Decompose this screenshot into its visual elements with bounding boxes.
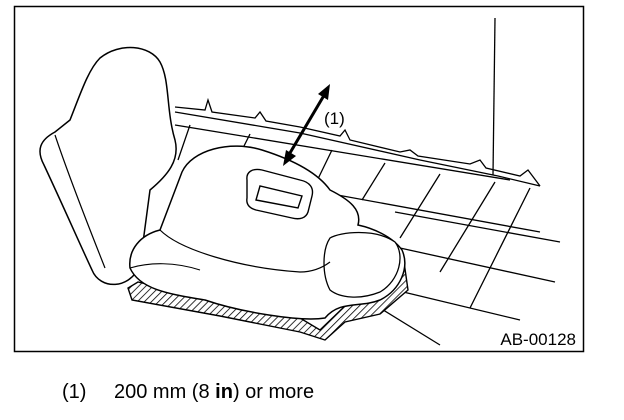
legend-text-bold: in xyxy=(215,381,233,403)
clearance-arrow xyxy=(283,84,330,166)
legend-item: (1) 200 mm (8 in) or more xyxy=(62,381,314,404)
callout-label: (1) xyxy=(324,109,345,128)
legend-text-before: 200 mm (8 xyxy=(114,381,216,403)
legend-item-number: (1) xyxy=(62,381,87,403)
seat-handle xyxy=(246,168,314,220)
legend-text-after: ) or more xyxy=(232,381,315,403)
diagram-frame xyxy=(13,5,585,353)
figure-id: AB-00128 xyxy=(500,330,576,349)
seat-back xyxy=(39,46,177,286)
